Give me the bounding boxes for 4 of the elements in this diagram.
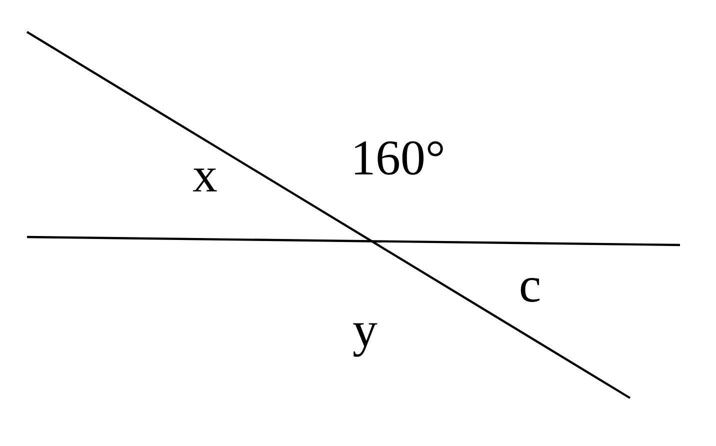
- angle-label: 160°: [355, 141, 443, 175]
- angle-label: c: [520, 278, 540, 302]
- angle-label: x: [192, 168, 217, 192]
- angle-label: y: [353, 323, 378, 357]
